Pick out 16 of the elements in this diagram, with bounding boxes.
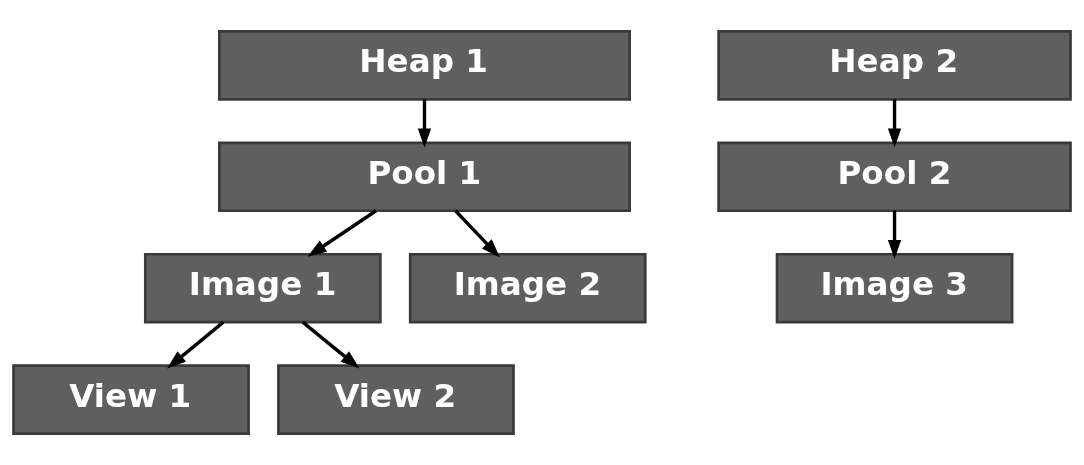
node-box: Image 1 — [143, 252, 382, 324]
node-box: View 1 — [12, 364, 250, 435]
node-box: Image 2 — [408, 252, 647, 324]
node-box: Pool 1 — [218, 141, 631, 213]
node-box: Heap 1 — [218, 30, 631, 101]
arrow — [887, 210, 902, 260]
node-box: Heap 2 — [717, 30, 1072, 101]
node-box: Image 3 — [775, 252, 1014, 324]
arrow — [301, 320, 360, 369]
arrow — [167, 320, 225, 369]
arrow — [887, 99, 902, 148]
arrow — [307, 209, 377, 257]
arrow — [454, 209, 500, 258]
node-box: View 2 — [277, 364, 515, 435]
node-box: Pool 2 — [717, 141, 1072, 213]
arrow — [417, 99, 432, 148]
